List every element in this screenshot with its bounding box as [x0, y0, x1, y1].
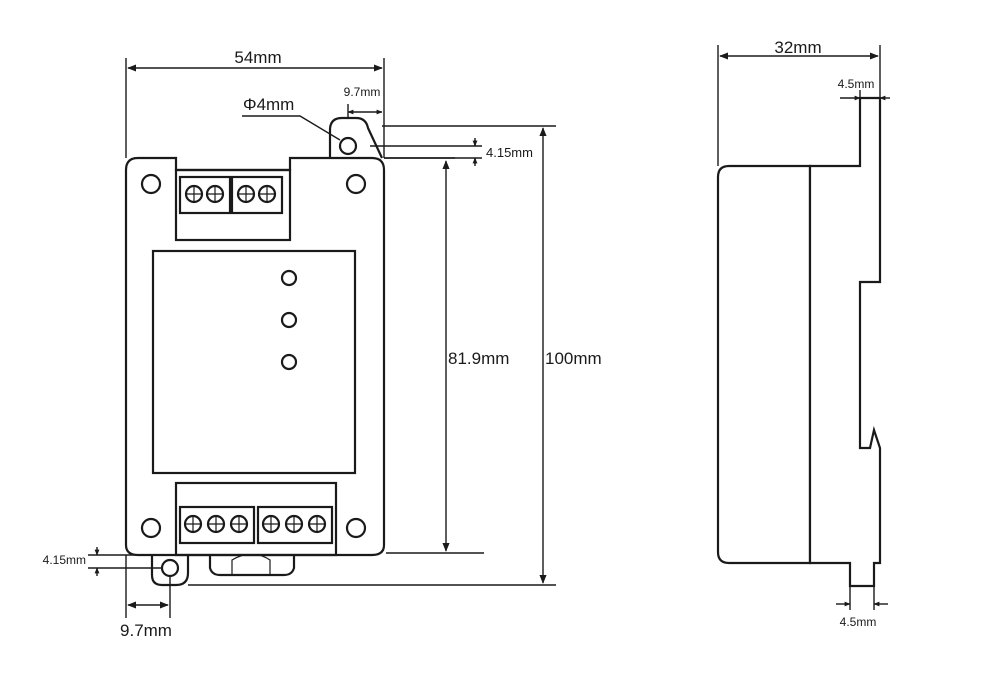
screw-icon [183, 514, 203, 534]
front-panel [151, 249, 357, 475]
top-terminal-block [174, 168, 292, 242]
din-clip [208, 555, 296, 577]
bottom-terminal-block [174, 481, 338, 557]
bottom-terminal-screws [183, 514, 327, 534]
top-mounting-hole [338, 136, 358, 156]
bottom-terminal-group-1 [178, 505, 256, 545]
screw-icon [206, 514, 226, 534]
enclosure-body [124, 156, 386, 557]
screw-icon [184, 184, 204, 204]
screw-icon [205, 184, 225, 204]
bottom-tab-offset-label: 9.7mm [120, 621, 172, 640]
screw-icon [261, 514, 281, 534]
bottom-tab-height-label: 4.15mm [43, 553, 86, 567]
bottom-mounting-tab [150, 555, 190, 587]
hole-diameter-label: Φ4mm [243, 95, 294, 114]
top-terminal-group-2 [230, 175, 284, 215]
led-indicator-1 [280, 269, 298, 287]
top-terminal-group-1 [178, 175, 232, 215]
bottom-terminal-group-2 [256, 505, 334, 545]
led-indicator-3 [280, 353, 298, 371]
corner-hole-bottom-right [345, 517, 367, 539]
top-mounting-tab [328, 116, 383, 160]
side-dimensions: 32mm 4.5mm 4.5mm [717, 38, 890, 629]
side-base-din-rail [808, 96, 882, 588]
led-indicator-2 [280, 311, 298, 329]
depth-label: 32mm [774, 38, 821, 57]
screw-icon [236, 184, 256, 204]
corner-hole-top-right [345, 173, 367, 195]
corner-hole-top-left [140, 173, 162, 195]
screw-icon [257, 184, 277, 204]
side-view [716, 96, 882, 588]
screw-icon [307, 514, 327, 534]
width-label: 54mm [234, 48, 281, 67]
total-height-label: 100mm [545, 349, 602, 368]
rail-bottom-label: 4.5mm [840, 615, 877, 629]
top-terminal-screws [184, 184, 277, 204]
front-view [124, 116, 386, 587]
screw-icon [229, 514, 249, 534]
top-tab-offset-label: 9.7mm [344, 85, 381, 99]
rail-top-label: 4.5mm [838, 77, 875, 91]
top-tab-height-label: 4.15mm [486, 145, 533, 160]
side-cover [716, 164, 812, 565]
corner-hole-bottom-left [140, 517, 162, 539]
inner-height-label: 81.9mm [448, 349, 509, 368]
hole-leader-line [242, 115, 341, 141]
front-dimensions: 54mm Φ4mm 9.7mm 4.15mm 81.9mm 100mm 4.15… [43, 48, 602, 640]
screw-icon [284, 514, 304, 534]
